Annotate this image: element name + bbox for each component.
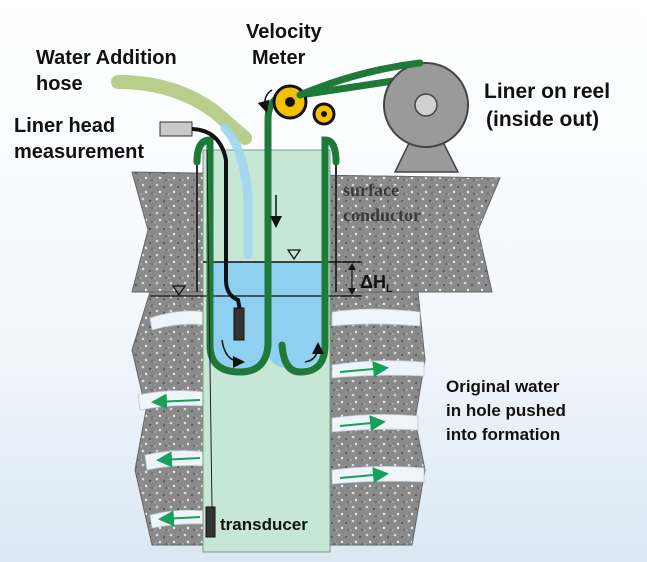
eversion-arrows (221, 195, 324, 368)
label-head-1: Liner head (14, 115, 115, 137)
reel-hub (414, 93, 438, 117)
label-water-addition-2: hose (36, 73, 83, 95)
label-original-3: into formation (446, 425, 560, 444)
head-measurement-box (159, 121, 193, 137)
velocity-meter-hub-small (321, 111, 327, 117)
label-reel-1: Liner on reel (484, 80, 610, 103)
head-transducer (233, 307, 245, 341)
label-head-2: measurement (14, 141, 144, 163)
velocity-meter-rotation-arrow (257, 89, 273, 113)
label-velocity-2: Meter (252, 47, 306, 69)
water-addition-hose (111, 75, 252, 145)
label-original-2: in hole pushed (446, 401, 566, 420)
label-delta-h-sub: L (386, 283, 393, 295)
liner-level-triangle (286, 249, 302, 261)
label-transducer: transducer (220, 515, 308, 534)
delta-h-arrowhead-down (348, 288, 356, 295)
label-delta-h-main: ΔH (360, 272, 386, 292)
label-water-addition-1: Water Addition (36, 47, 177, 69)
label-surface-2: conductor (343, 205, 421, 225)
hole-level-triangle (171, 285, 187, 297)
bottom-transducer-cable (206, 149, 213, 509)
label-reel-2: (inside out) (486, 108, 599, 131)
liner-to-reel (296, 59, 424, 99)
velocity-meter-hub-large (285, 97, 295, 107)
formation-flow-arrows (151, 361, 389, 527)
label-surface-1: surface (343, 180, 399, 200)
liner-lip-left (193, 136, 214, 166)
water-stream (220, 123, 253, 260)
label-original-1: Original water (446, 377, 560, 396)
label-delta-h: ΔHL (360, 272, 393, 295)
bottom-transducer (205, 506, 216, 538)
head-transducer-cable (191, 127, 242, 311)
label-velocity-1: Velocity (246, 21, 322, 43)
flexible-liner-right (278, 146, 329, 376)
delta-h-arrowhead-up (348, 263, 356, 270)
liner-lip-right (321, 136, 340, 166)
